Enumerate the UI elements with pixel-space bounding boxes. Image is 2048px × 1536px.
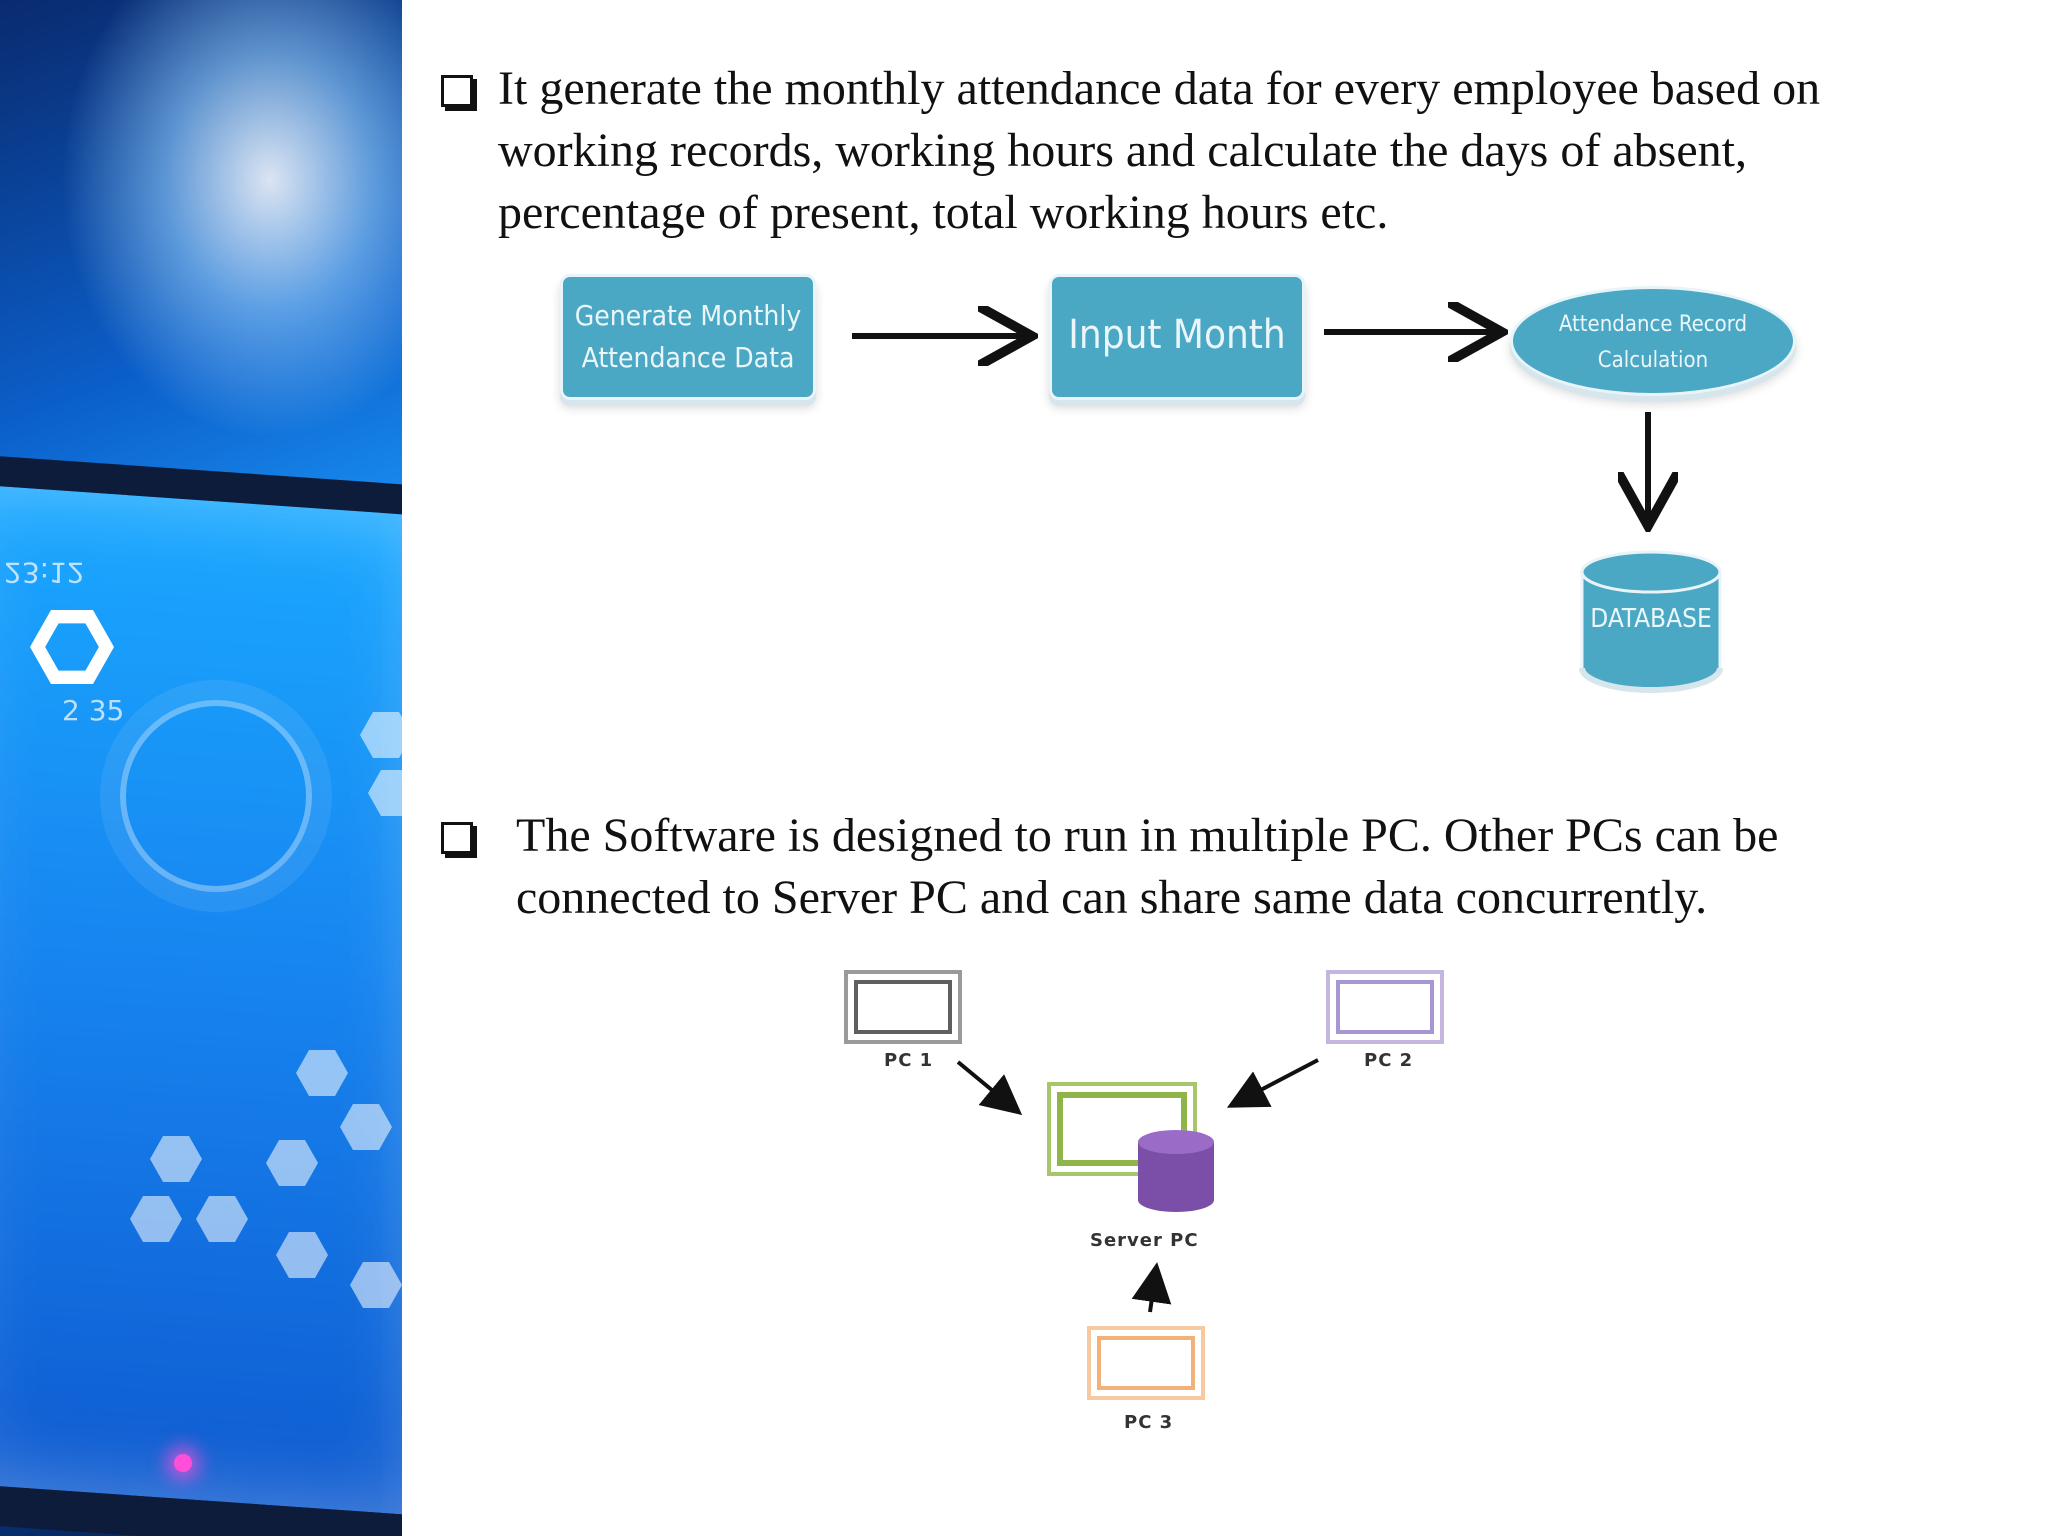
pc1-monitor-icon [844,970,962,1044]
database-cylinder-icon [1579,550,1723,693]
side-number-small: 2 35 [62,694,125,727]
database-label: DATABASE [1590,604,1712,634]
flow-node-calc-line1: Attendance Record [1558,312,1748,337]
flow-node-input-label: Input Month [1068,312,1286,358]
flow-node-generate: Generate Monthly Attendance Data [560,274,816,400]
flow-node-database: DATABASE [1578,548,1724,696]
pc3-monitor-icon [1087,1326,1205,1400]
indicator-light [174,1454,192,1472]
arrow-pc1-to-server [956,1060,1023,1116]
arrow-pc2-to-server [1226,1058,1319,1108]
flow-node-calculation: Attendance Record Calculation [1510,286,1796,396]
pc1-label: PC 1 [884,1050,934,1071]
flow-node-input-month: Input Month [1049,274,1305,400]
flow-node-generate-line1: Generate Monthly [574,299,802,332]
checkbox-bullet-icon [441,822,473,854]
flow-node-calc-line2: Calculation [1597,348,1709,373]
checkbox-bullet-icon [441,75,473,107]
server-database-icon [1138,1130,1214,1212]
bullet-text: The Software is designed to run in multi… [516,809,1779,924]
flow-node-generate-line2: Attendance Data [581,341,795,374]
pc2-monitor-icon [1326,970,1444,1044]
decorative-side-image: 23:12 2 35 [0,0,402,1536]
touch-ring-graphic [120,700,312,892]
server-label: Server PC [1090,1230,1199,1251]
arrow-pc3-to-server [1131,1262,1172,1313]
bullet-text: It generate the monthly attendance data … [498,62,1821,239]
pc2-label: PC 2 [1364,1050,1414,1071]
pc3-label: PC 3 [1124,1412,1174,1433]
